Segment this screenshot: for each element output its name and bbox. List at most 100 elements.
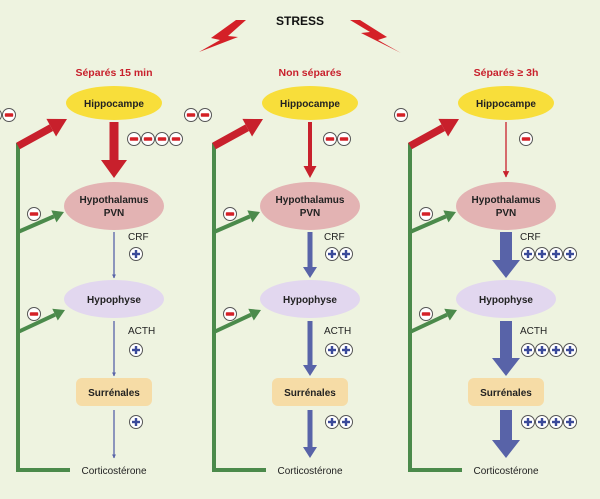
hypothalamus-feedback-arrow <box>409 210 456 234</box>
surrenales-node <box>468 378 544 406</box>
condition-label: Séparés 15 min <box>75 67 152 79</box>
plus-icon <box>549 415 563 429</box>
hypothalamus-feedback-arrow <box>17 210 64 234</box>
surrenales-label: Surrénales <box>88 388 140 399</box>
pvn-label: PVN <box>300 208 321 219</box>
hypophyse-label: Hypophyse <box>283 295 337 306</box>
plus-icon <box>535 415 549 429</box>
corticosterone-feedback-line <box>16 143 70 472</box>
pvn-label: PVN <box>104 208 125 219</box>
hippocampe-label: Hippocampe <box>476 99 536 110</box>
hippocampe-inhibition-arrow <box>101 122 127 178</box>
plus-icon <box>339 343 353 357</box>
corticosterone-label: Corticostérone <box>473 466 538 477</box>
surrenales-label: Surrénales <box>480 388 532 399</box>
corticosterone-feedback-line <box>212 143 266 472</box>
acth-label: ACTH <box>128 326 155 337</box>
lightning-right-icon <box>350 20 401 53</box>
minus-icon <box>419 307 433 321</box>
minus-icon <box>394 108 408 122</box>
crf-label: CRF <box>324 232 345 243</box>
minus-icon <box>27 307 41 321</box>
lightning-left-icon <box>199 20 246 52</box>
acth-arrow <box>303 321 317 376</box>
minus-icon <box>419 207 433 221</box>
plus-icon <box>563 247 577 261</box>
hippocampe-inhibition-arrow <box>303 122 317 178</box>
stress-title: STRESS <box>276 14 324 28</box>
minus-icon <box>519 132 533 146</box>
minus-icon <box>155 132 169 146</box>
plus-icon <box>521 247 535 261</box>
pvn-label: PVN <box>496 208 517 219</box>
crf-arrow <box>492 232 520 278</box>
hippocampe-feedback-arrow <box>16 118 67 150</box>
minus-icon <box>27 207 41 221</box>
corticosterone-arrow <box>492 410 520 458</box>
plus-icon <box>339 247 353 261</box>
plus-icon <box>549 343 563 357</box>
plus-icon <box>129 415 143 429</box>
minus-icon <box>198 108 212 122</box>
hypophyse-node <box>260 280 360 318</box>
surrenales-node <box>76 378 152 406</box>
hypothalamus-label: Hypothalamus <box>276 195 345 206</box>
hypothalamus-label: Hypothalamus <box>472 195 541 206</box>
plus-icon <box>535 247 549 261</box>
minus-icon <box>184 108 198 122</box>
crf-label: CRF <box>128 232 149 243</box>
hypophyse-label: Hypophyse <box>479 295 533 306</box>
corticosterone-label: Corticostérone <box>81 466 146 477</box>
surrenales-node <box>272 378 348 406</box>
minus-icon <box>127 132 141 146</box>
minus-icon <box>2 108 16 122</box>
minus-icon <box>323 132 337 146</box>
minus-icon <box>0 110 2 120</box>
minus-icon <box>223 307 237 321</box>
hypothalamus-node <box>64 182 164 230</box>
acth-label: ACTH <box>520 326 547 337</box>
hypophyse-node <box>456 280 556 318</box>
hypophyse-feedback-arrow <box>213 308 261 334</box>
hippocampe-node <box>458 86 554 120</box>
hippocampe-node <box>262 86 358 120</box>
hypophyse-feedback-arrow <box>409 308 457 334</box>
hippocampe-feedback-arrow <box>408 118 459 150</box>
corticosterone-label: Corticostérone <box>277 466 342 477</box>
minus-icon <box>141 132 155 146</box>
hypothalamus-feedback-arrow <box>213 210 260 234</box>
minus-icon <box>169 132 183 146</box>
hypothalamus-label: Hypothalamus <box>80 195 149 206</box>
hippocampe-label: Hippocampe <box>280 99 340 110</box>
hippocampe-label: Hippocampe <box>84 99 144 110</box>
acth-label: ACTH <box>324 326 351 337</box>
plus-icon <box>521 343 535 357</box>
corticosterone-arrow <box>303 410 317 458</box>
hypothalamus-node <box>260 182 360 230</box>
plus-icon <box>563 343 577 357</box>
surrenales-label: Surrénales <box>284 388 336 399</box>
plus-icon <box>325 343 339 357</box>
hypophyse-label: Hypophyse <box>87 295 141 306</box>
crf-arrow <box>303 232 317 278</box>
plus-icon <box>325 247 339 261</box>
hypophyse-node <box>64 280 164 318</box>
plus-icon <box>129 343 143 357</box>
plus-icon <box>521 415 535 429</box>
plus-icon <box>339 415 353 429</box>
minus-icon <box>337 132 351 146</box>
hippocampe-node <box>66 86 162 120</box>
condition-label: Non séparés <box>278 67 341 79</box>
plus-icon <box>563 415 577 429</box>
minus-icon <box>223 207 237 221</box>
condition-label: Séparés ≥ 3h <box>474 67 539 79</box>
plus-icon <box>325 415 339 429</box>
acth-arrow <box>492 321 520 376</box>
hypothalamus-node <box>456 182 556 230</box>
corticosterone-feedback-line <box>408 143 462 472</box>
